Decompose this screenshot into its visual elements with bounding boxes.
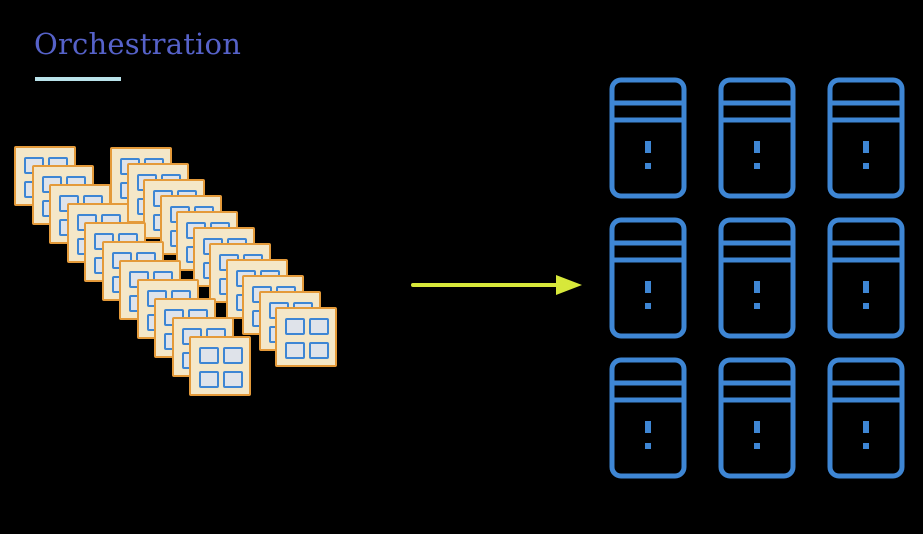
container-box-icon xyxy=(189,336,251,396)
container-cell xyxy=(285,342,305,359)
server-tower-icon xyxy=(609,357,687,479)
server-tower-icon xyxy=(827,77,905,199)
title-underline xyxy=(35,77,121,81)
arrow-head xyxy=(556,275,582,295)
server-tower-icon xyxy=(718,357,796,479)
server-tower-icon xyxy=(609,77,687,199)
server-tower-icon xyxy=(827,217,905,339)
right-arrow-icon xyxy=(411,275,582,295)
container-cell xyxy=(199,371,219,388)
container-cell xyxy=(309,318,329,335)
container-box-icon xyxy=(275,307,337,367)
container-cell xyxy=(223,371,243,388)
server-tower-icon xyxy=(827,357,905,479)
container-cell xyxy=(223,347,243,364)
container-cell xyxy=(309,342,329,359)
server-tower-icon xyxy=(718,77,796,199)
slide-title: Orchestration xyxy=(34,27,242,61)
container-cell xyxy=(285,318,305,335)
server-tower-icon xyxy=(609,217,687,339)
server-tower-icon xyxy=(718,217,796,339)
server-grid xyxy=(604,72,905,484)
container-stack xyxy=(0,0,380,440)
container-cell xyxy=(199,347,219,364)
